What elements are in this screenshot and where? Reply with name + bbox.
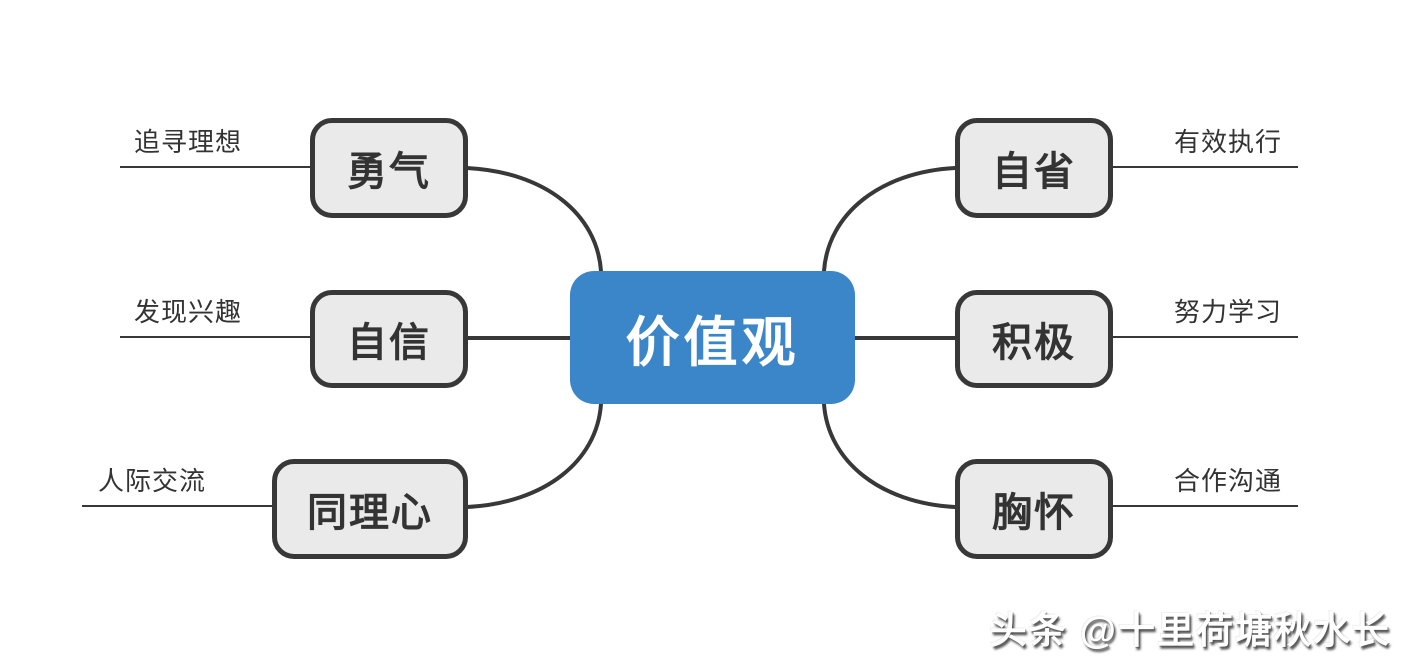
node-open-mind[interactable]: 胸怀 xyxy=(955,459,1113,559)
branch-label-cooperation-communication[interactable]: 合作沟通 xyxy=(1112,465,1298,507)
node-open-mind-label: 胸怀 xyxy=(992,491,1076,535)
node-empathy-label: 同理心 xyxy=(307,491,433,535)
node-positivity-label: 积极 xyxy=(992,321,1076,365)
node-empathy[interactable]: 同理心 xyxy=(272,459,468,559)
branch-label-effective-execution[interactable]: 有效执行 xyxy=(1112,126,1298,168)
node-confidence-label: 自信 xyxy=(347,321,431,365)
node-self-reflection-label: 自省 xyxy=(992,150,1076,194)
watermark: 头条 @十里荷塘秋水长 xyxy=(989,610,1391,651)
connector-center-to-openmind xyxy=(822,402,957,509)
branch-label-pursue-ideals[interactable]: 追寻理想 xyxy=(120,126,312,168)
center-node-label: 价值观 xyxy=(625,313,800,373)
branch-label-interpersonal-communication[interactable]: 人际交流 xyxy=(82,465,272,507)
node-courage[interactable]: 勇气 xyxy=(310,118,468,218)
connector-center-to-reflection xyxy=(822,166,957,273)
branch-label-study-hard[interactable]: 努力学习 xyxy=(1112,296,1298,338)
node-courage-label: 勇气 xyxy=(347,150,431,194)
connector-empathy-to-center xyxy=(465,402,603,509)
node-confidence[interactable]: 自信 xyxy=(310,290,468,388)
node-self-reflection[interactable]: 自省 xyxy=(955,118,1113,218)
branch-label-discover-interests[interactable]: 发现兴趣 xyxy=(120,296,312,338)
node-positivity[interactable]: 积极 xyxy=(955,290,1113,388)
center-node-values[interactable]: 价值观 xyxy=(570,271,855,404)
connector-courage-to-center xyxy=(465,166,603,273)
